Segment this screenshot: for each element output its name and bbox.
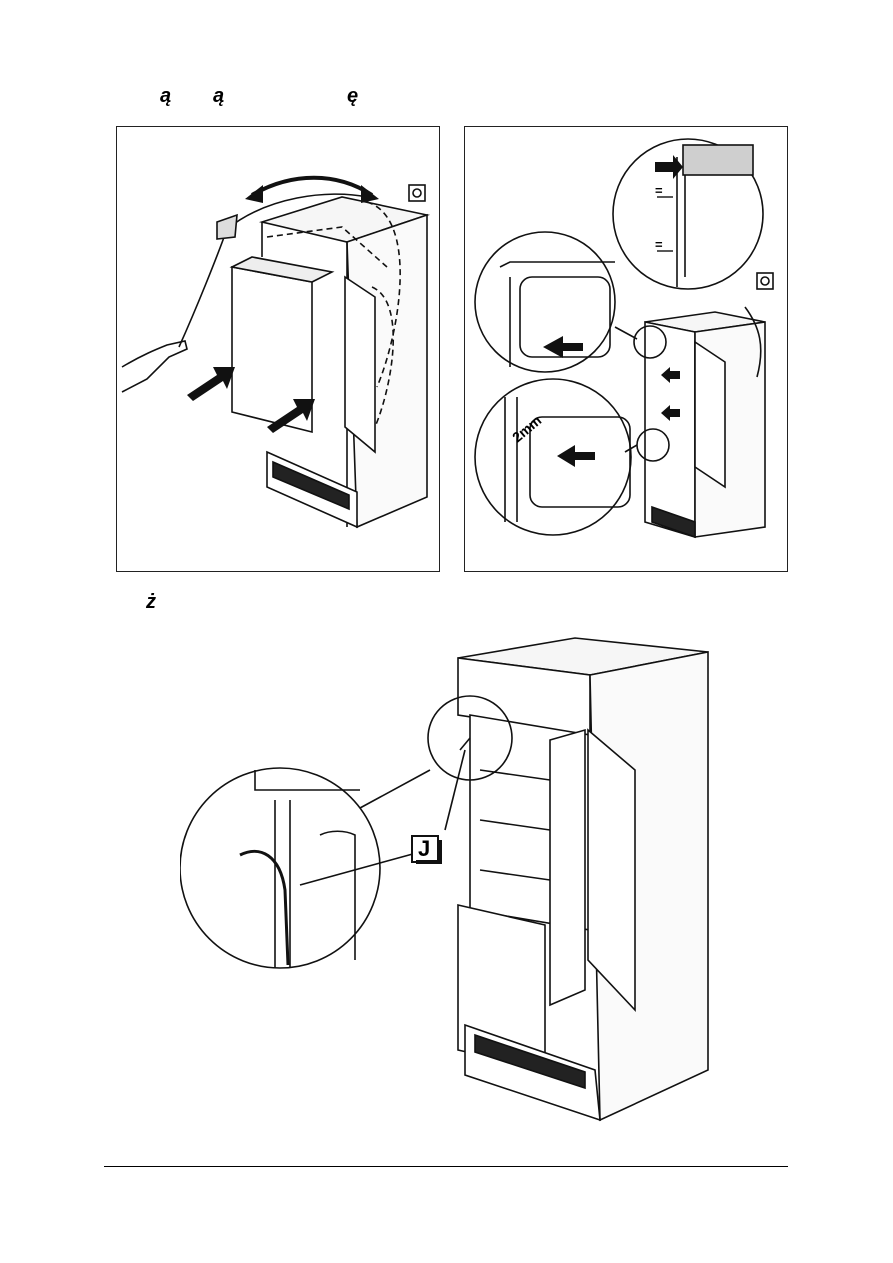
- installation-figure-slide-in: socket-icon: [116, 126, 440, 572]
- equal-mark-top: =: [655, 183, 663, 198]
- installation-figure-alignment: = = 2mm socket-icon: [464, 126, 788, 572]
- header-glyph-3: ę: [347, 85, 359, 107]
- header-glyph-1: ą: [160, 85, 172, 107]
- alignment-illustration: [474, 138, 774, 539]
- header-glyph-2: ą: [213, 85, 225, 107]
- installed-fridge-illustration: [180, 637, 709, 1122]
- callout-label-j: J: [418, 836, 431, 861]
- section-glyph: ż: [146, 591, 156, 613]
- equal-mark-bottom: =: [655, 237, 663, 252]
- footer-divider: [104, 1166, 788, 1167]
- installed-fridge-figure: J: [180, 630, 720, 1130]
- slide-in-illustration: [121, 175, 431, 529]
